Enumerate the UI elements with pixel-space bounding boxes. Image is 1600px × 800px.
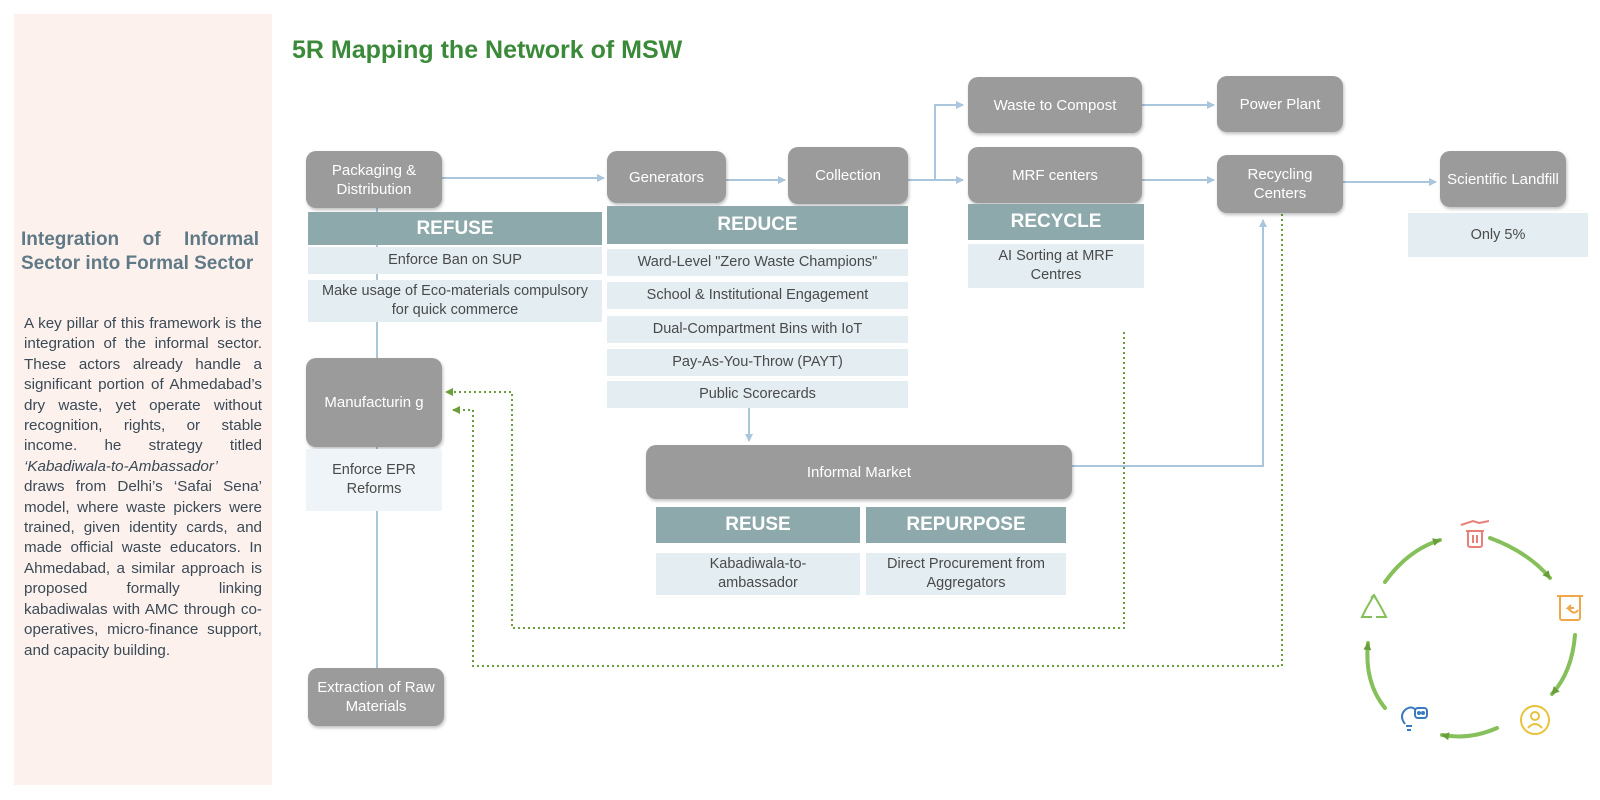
dotted-recycling-manufacturing (452, 214, 1283, 667)
node-manufacturing: Manufacturin g (306, 358, 442, 447)
page-title: 5R Mapping the Network of MSW (292, 36, 683, 64)
repurpose-item-procurement: Direct Procurement from Aggregators (866, 553, 1066, 595)
reduce-item-dual-bins: Dual-Compartment Bins with IoT (607, 316, 908, 343)
refuse-item-eco-materials: Make usage of Eco-materials compulsory f… (308, 280, 602, 322)
sidebar-panel (14, 14, 272, 785)
sidebar-body: A key pillar of this framework is the in… (24, 314, 262, 661)
refuse-hand-bin-icon (1455, 515, 1495, 563)
cycle-arc-4 (1363, 641, 1387, 710)
reduce-item-zero-waste: Ward-Level "Zero Waste Champions" (607, 249, 908, 276)
node-scientific-landfill: Scientific Landfill (1440, 151, 1566, 207)
node-collection: Collection (788, 147, 908, 204)
refuse-item-ban-sup: Enforce Ban on SUP (308, 247, 602, 274)
cycle-arc-5 (1383, 538, 1442, 584)
recycle-band: RECYCLE (968, 204, 1144, 240)
landfill-note: Only 5% (1408, 213, 1588, 257)
node-waste-to-compost: Waste to Compost (968, 77, 1142, 133)
sidebar-body-part1: A key pillar of this framework is the in… (24, 315, 262, 455)
node-power-plant: Power Plant (1217, 76, 1343, 132)
reduce-item-payt: Pay-As-You-Throw (PAYT) (607, 349, 908, 376)
node-extraction-raw-materials: Extraction of Raw Materials (308, 668, 444, 726)
cycle-arc-1 (1488, 536, 1552, 580)
repurpose-band: REPURPOSE (866, 507, 1066, 543)
reduce-item-scorecards: Public Scorecards (607, 381, 908, 408)
sidebar-body-italic: ‘Kabadiwala-to-Ambassador’ (24, 457, 218, 475)
reduce-item-school: School & Institutional Engagement (607, 282, 908, 309)
cycle-arc-2 (1550, 633, 1577, 696)
bulb-robot-icon (1393, 700, 1433, 748)
dotted-mrf-manufacturing (445, 332, 1125, 629)
recycle-item-ai-sorting: AI Sorting at MRF Centres (968, 244, 1144, 288)
refuse-band: REFUSE (308, 212, 602, 245)
node-informal-market: Informal Market (646, 445, 1072, 499)
node-generators: Generators (607, 151, 726, 203)
reuse-band: REUSE (656, 507, 860, 543)
sidebar-heading: Integration of Informal Sector into Form… (21, 229, 259, 274)
bin-return-icon (1550, 586, 1590, 634)
person-cycle-icon (1515, 700, 1555, 748)
arrow-collection-compost (905, 101, 964, 181)
manufacturing-note-epr: Enforce EPR Reforms (306, 449, 442, 511)
reuse-item-kabadiwala: Kabadiwala-to-ambassador (656, 553, 860, 595)
node-packaging-distribution: Packaging & Distribution (306, 151, 442, 208)
node-mrf-centers: MRF centers (968, 147, 1142, 203)
node-recycling-centers: Recycling Centers (1217, 155, 1343, 213)
reduce-band: REDUCE (607, 206, 908, 244)
recycle-icon (1354, 587, 1394, 635)
cycle-arc-3 (1440, 726, 1499, 741)
sidebar-body-part2: draws from Delhi’s ‘Safai Sena’ model, w… (24, 478, 262, 659)
arrow-informal-recycling (1072, 219, 1267, 467)
